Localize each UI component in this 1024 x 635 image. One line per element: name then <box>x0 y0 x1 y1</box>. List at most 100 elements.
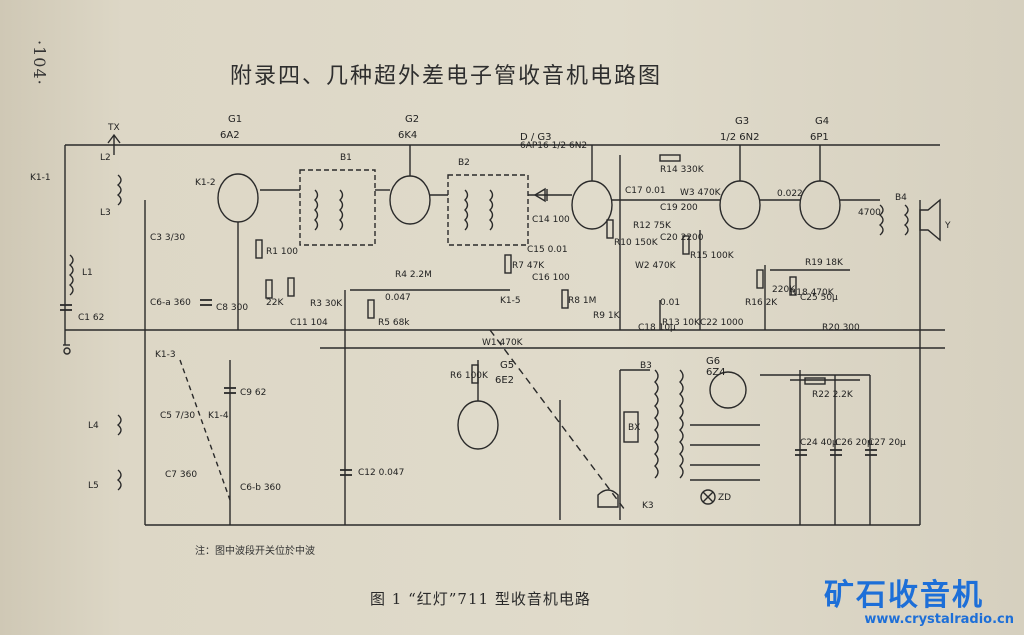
component-label-c1: C1 62 <box>78 313 104 323</box>
component-label-c21: 0.01 <box>660 298 680 308</box>
tube-g3a <box>571 180 613 230</box>
component-label-r22: R22 2.2K <box>812 390 854 400</box>
component-label-w2: W2 470K <box>635 261 677 271</box>
tube-g3b <box>719 180 761 230</box>
component-label-c18: C18 10µ <box>638 323 676 333</box>
component-label-r12: R12 75K <box>633 221 672 231</box>
component-label-c3: C3 3/30 <box>150 233 185 243</box>
component-label-tx: TX <box>107 123 120 133</box>
component-label-r5: R5 68k <box>378 318 410 328</box>
component-label-rc: 220K <box>772 285 796 295</box>
component-label-b3: B3 <box>640 361 652 371</box>
page-title: 附录四、几种超外差电子管收音机电路图 <box>230 64 663 89</box>
component-label-c6a: C6-a 360 <box>150 298 191 308</box>
component-label-c19: C19 200 <box>660 203 698 213</box>
component-label-k4: K1-4 <box>208 411 229 421</box>
component-label-r8: R8 1M <box>568 296 596 306</box>
figure-caption: 图 1 “红灯”711 型收音机电路 <box>370 590 591 608</box>
component-label-c12: C12 0.047 <box>358 468 404 478</box>
component-label-r6: R6 100K <box>450 371 489 381</box>
component-label-r9: R9 1K <box>593 311 621 321</box>
speaker-icon <box>919 198 941 242</box>
tube-g1-type: 6A2 <box>220 130 240 141</box>
component-label-c8: C8 300 <box>216 303 248 313</box>
component-label-l2: L2 <box>100 153 111 163</box>
if-transformer-b2 <box>447 174 529 246</box>
tube-g2-ref: G2 <box>405 114 419 125</box>
component-label-c7: C7 360 <box>165 470 197 480</box>
component-label-c23: 0.022 <box>777 189 803 199</box>
component-label-c28: 4700 <box>858 208 881 218</box>
tube-d-g3-ref: D / G3 <box>520 132 552 143</box>
tube-g5-type: 6E2 <box>495 375 514 386</box>
tube-d-g3-type: 6AP16 1/2 6N2 <box>520 141 587 151</box>
antenna-icon <box>107 133 121 155</box>
component-label-b4: B4 <box>895 193 907 203</box>
switch-position-note: 注：图中波段开关位於中波 <box>195 546 315 557</box>
component-label-r13: R13 10K <box>662 318 701 328</box>
component-label-r2: 22K <box>266 298 284 308</box>
tube-g3-type: 1/2 6N2 <box>720 132 759 143</box>
component-label-l3: L3 <box>100 208 111 218</box>
component-label-c15: C15 0.01 <box>527 245 568 255</box>
component-label-c20: C20 2200 <box>660 233 704 243</box>
component-label-r16: R16 2K <box>745 298 778 308</box>
component-label-c14: C14 100 <box>532 215 570 225</box>
component-label-k3: K1-3 <box>155 350 176 360</box>
tube-g6 <box>709 371 747 409</box>
component-label-bx: BX <box>628 423 640 433</box>
component-label-r19: R19 18K <box>805 258 844 268</box>
tube-g6-type: 6Z4 <box>706 367 726 378</box>
component-label-c17: C17 0.01 <box>625 186 666 196</box>
tube-g4-ref: G4 <box>815 116 829 127</box>
tube-g5 <box>457 400 499 450</box>
component-label-c5: C5 7/30 <box>160 411 195 421</box>
component-label-c10: 0.047 <box>385 293 411 303</box>
tube-g2 <box>389 175 431 225</box>
component-label-c24: C24 40µ <box>800 438 838 448</box>
component-label-k1: K1-1 <box>30 173 51 183</box>
tube-g1 <box>217 173 259 223</box>
component-label-r3: R3 30K <box>310 299 343 309</box>
component-label-l1: L1 <box>82 268 93 278</box>
component-label-r15: R15 100K <box>690 251 735 261</box>
tube-g3-ref: G3 <box>735 116 749 127</box>
component-label-w3: W3 470K <box>680 188 722 198</box>
tube-g2-type: 6K4 <box>398 130 417 141</box>
component-label-c11: C11 104 <box>290 318 328 328</box>
tube-g5-ref: G5 <box>500 360 514 371</box>
tube-g1-ref: G1 <box>228 114 242 125</box>
pilot-lamp-icon <box>700 489 716 505</box>
component-label-zd: ZD <box>718 493 731 503</box>
component-label-r7: R7 47K <box>512 261 545 271</box>
tube-g4-type: 6P1 <box>810 132 829 143</box>
component-label-b1: B1 <box>340 153 352 163</box>
component-label-c27: C27 20µ <box>868 438 906 448</box>
component-label-r1: R1 100 <box>266 247 298 257</box>
tube-g4 <box>799 180 841 230</box>
component-label-w1: W1 470K <box>482 338 524 348</box>
component-label-c25: C25 50µ <box>800 293 838 303</box>
component-label-k5: K1-5 <box>500 296 521 306</box>
component-label-k2: K1-2 <box>195 178 216 188</box>
page-number: ·104· <box>30 40 49 86</box>
earphone-jack-icon <box>597 489 619 508</box>
component-label-r4: R4 2.2M <box>395 270 432 280</box>
component-label-l4: L4 <box>88 421 99 431</box>
component-label-c26: C26 20µ <box>835 438 873 448</box>
component-label-b2: B2 <box>458 158 470 168</box>
component-label-r20: R20 300 <box>822 323 860 333</box>
tube-g6-ref: G6 <box>706 356 720 367</box>
component-label-c6b: C6-b 360 <box>240 483 281 493</box>
component-label-k6: K3 <box>642 501 654 511</box>
component-label-c22: C22 1000 <box>700 318 744 328</box>
component-label-c16: C16 100 <box>532 273 570 283</box>
component-label-c9: C9 62 <box>240 388 266 398</box>
component-label-y: Y <box>944 221 951 231</box>
component-label-l5: L5 <box>88 481 99 491</box>
component-label-r18: R18 470K <box>790 288 835 298</box>
component-label-r10: R10 150K <box>614 238 659 248</box>
watermark-brand: 矿石收音机 <box>824 578 984 613</box>
